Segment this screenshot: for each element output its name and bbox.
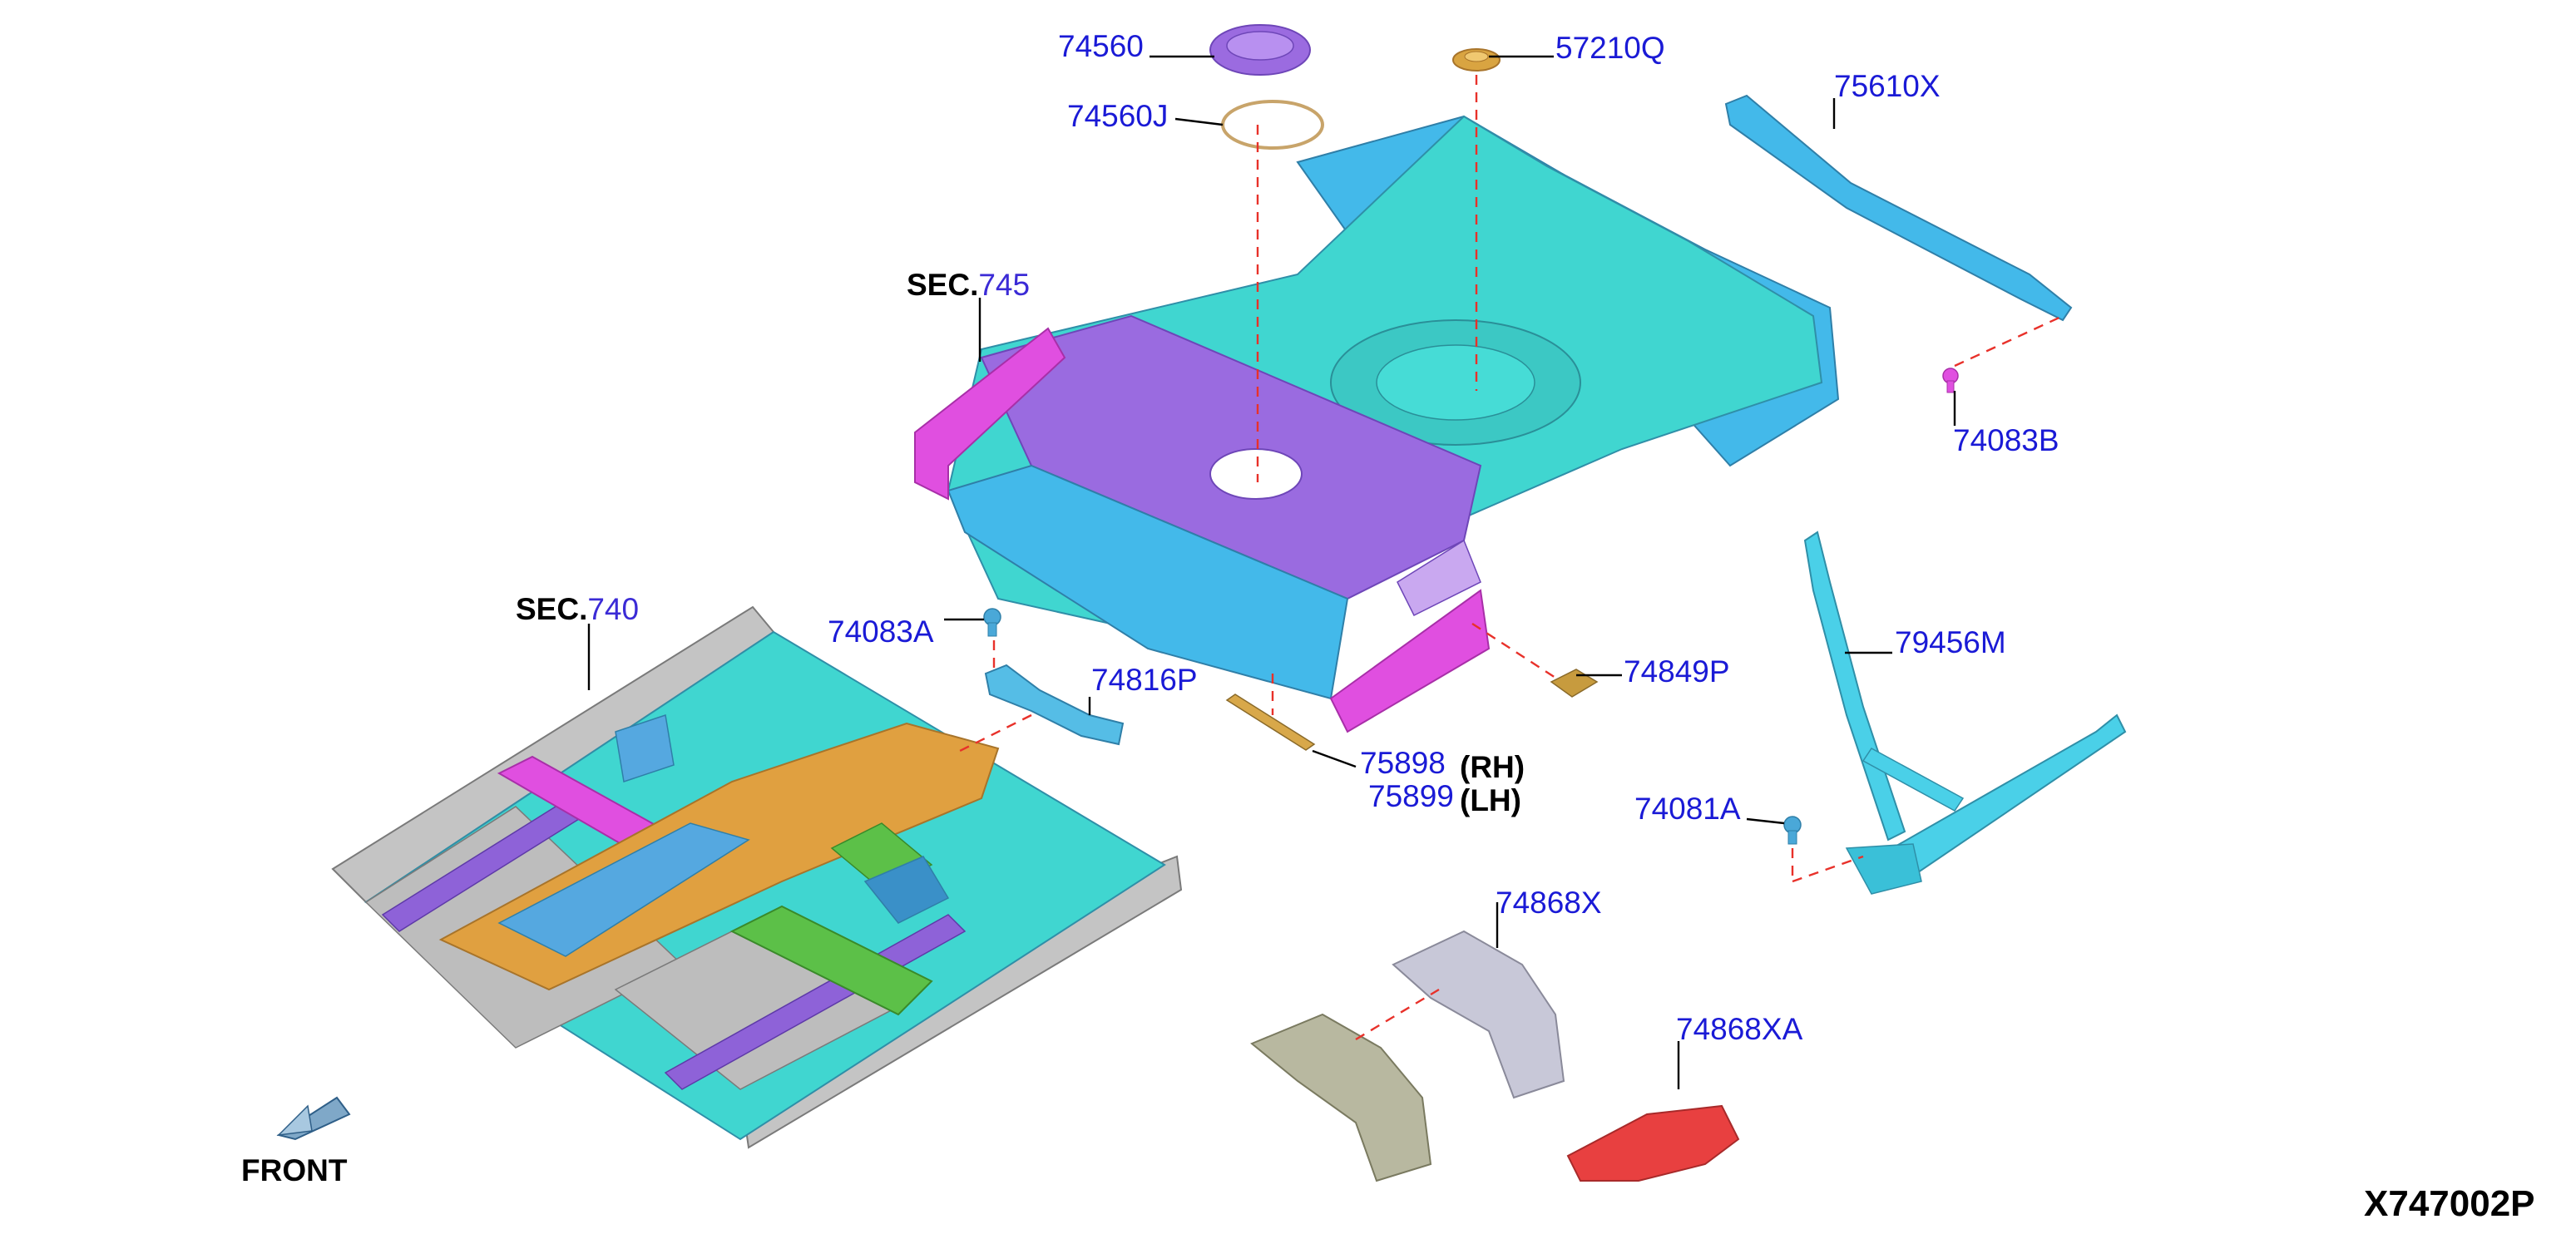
label-57210Q: 57210Q xyxy=(1555,31,1665,65)
part-79456M-brace xyxy=(1803,531,2127,895)
label-74560: 74560 xyxy=(1058,29,1144,63)
label-75610X: 75610X xyxy=(1834,69,1941,103)
rear-floor-panel xyxy=(914,115,1840,733)
label-75898-side: (RH) xyxy=(1460,750,1525,784)
part-74560-plug xyxy=(1209,24,1311,76)
diagram-code: X747002P xyxy=(2364,1183,2535,1224)
part-74868X-shield xyxy=(1250,930,1565,1182)
section-740-ref: SEC.740 xyxy=(516,592,639,626)
label-74849P: 74849P xyxy=(1624,654,1730,689)
part-75898-strip xyxy=(1225,694,1316,751)
label-74081A: 74081A xyxy=(1634,792,1741,826)
front-label: FRONT xyxy=(241,1153,348,1187)
part-75610X-member xyxy=(1724,94,2073,322)
label-75899-side: (LH) xyxy=(1460,783,1521,817)
label-74083A: 74083A xyxy=(828,615,934,649)
section-745-ref: SEC.745 xyxy=(907,268,1030,302)
part-74083B-bolt xyxy=(1942,368,1959,393)
part-74868XA-shield xyxy=(1566,1104,1740,1182)
label-75899: 75899 xyxy=(1368,779,1454,813)
label-74816P: 74816P xyxy=(1091,663,1198,697)
label-74868X: 74868X xyxy=(1496,886,1602,920)
part-74849P-pad xyxy=(1550,669,1599,698)
label-75898: 75898 xyxy=(1360,746,1446,780)
front-arrow-icon xyxy=(276,1096,351,1141)
part-74083A-bolt xyxy=(983,608,1001,637)
label-79456M: 79456M xyxy=(1895,625,2006,659)
label-74868XA: 74868XA xyxy=(1676,1012,1803,1046)
part-74081A-bolt xyxy=(1783,816,1802,845)
label-74560J: 74560J xyxy=(1067,99,1168,133)
part-74560J-seal xyxy=(1221,100,1324,150)
front-floor-panel xyxy=(331,605,1183,1149)
label-74083B: 74083B xyxy=(1953,423,2059,457)
part-57210Q-grommet xyxy=(1452,48,1501,72)
leader-lines xyxy=(587,55,1956,1089)
callout-labels: 74560 74560J 57210Q 75610X 74083B 74083A… xyxy=(241,29,2535,1224)
center-lines xyxy=(956,75,2064,1041)
part-74816P-bracket xyxy=(984,664,1125,746)
